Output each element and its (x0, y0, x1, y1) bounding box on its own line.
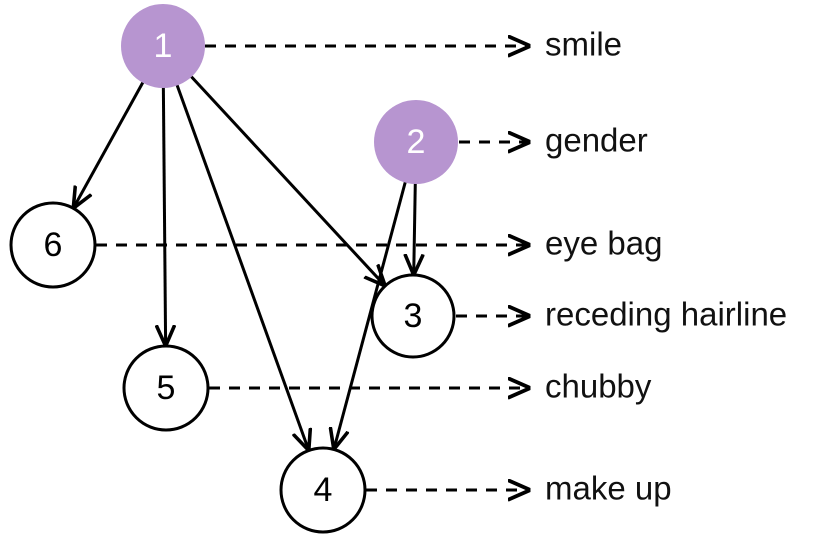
edge-1-to-6 (74, 81, 145, 207)
node-1[interactable]: 1 (121, 4, 205, 88)
edge-1-to-4 (175, 84, 308, 449)
attribute-link-layer (96, 46, 528, 490)
node-label-6: 6 (44, 226, 63, 264)
node-layer: 1 2 6 3 5 4 (9, 4, 458, 534)
node-label-1: 1 (154, 27, 173, 65)
attribute-label-gender: gender (545, 122, 648, 159)
edge-1-to-5 (163, 86, 165, 344)
node-circle-3[interactable] (370, 273, 456, 359)
attribute-label-make-up: make up (545, 470, 672, 507)
node-circle-6[interactable] (9, 201, 97, 289)
node-2[interactable]: 2 (374, 100, 458, 184)
attribute-label-chubby: chubby (545, 368, 652, 405)
attribute-label-layer: smile gender eye bag receding hairline chubb… (545, 26, 787, 507)
node-circle-1[interactable] (121, 4, 205, 88)
edge-2-to-4 (334, 181, 407, 448)
edge-layer (74, 75, 416, 449)
node-3[interactable]: 3 (370, 273, 456, 359)
node-circle-4[interactable] (279, 446, 367, 534)
attribute-label-smile: smile (545, 26, 622, 63)
node-6[interactable]: 6 (9, 201, 97, 289)
node-label-2: 2 (407, 123, 426, 161)
node-circle-5[interactable] (122, 344, 210, 432)
attribute-label-receding-hairline: receding hairline (545, 296, 787, 333)
attribute-label-eye-bag: eye bag (545, 225, 662, 262)
edge-2-to-3 (414, 182, 416, 273)
edge-1-to-3 (189, 75, 384, 284)
node-label-3: 3 (404, 297, 423, 335)
node-5[interactable]: 5 (122, 344, 210, 432)
node-label-4: 4 (314, 471, 333, 509)
node-label-5: 5 (157, 369, 176, 407)
node-circle-2[interactable] (374, 100, 458, 184)
node-4[interactable]: 4 (279, 446, 367, 534)
